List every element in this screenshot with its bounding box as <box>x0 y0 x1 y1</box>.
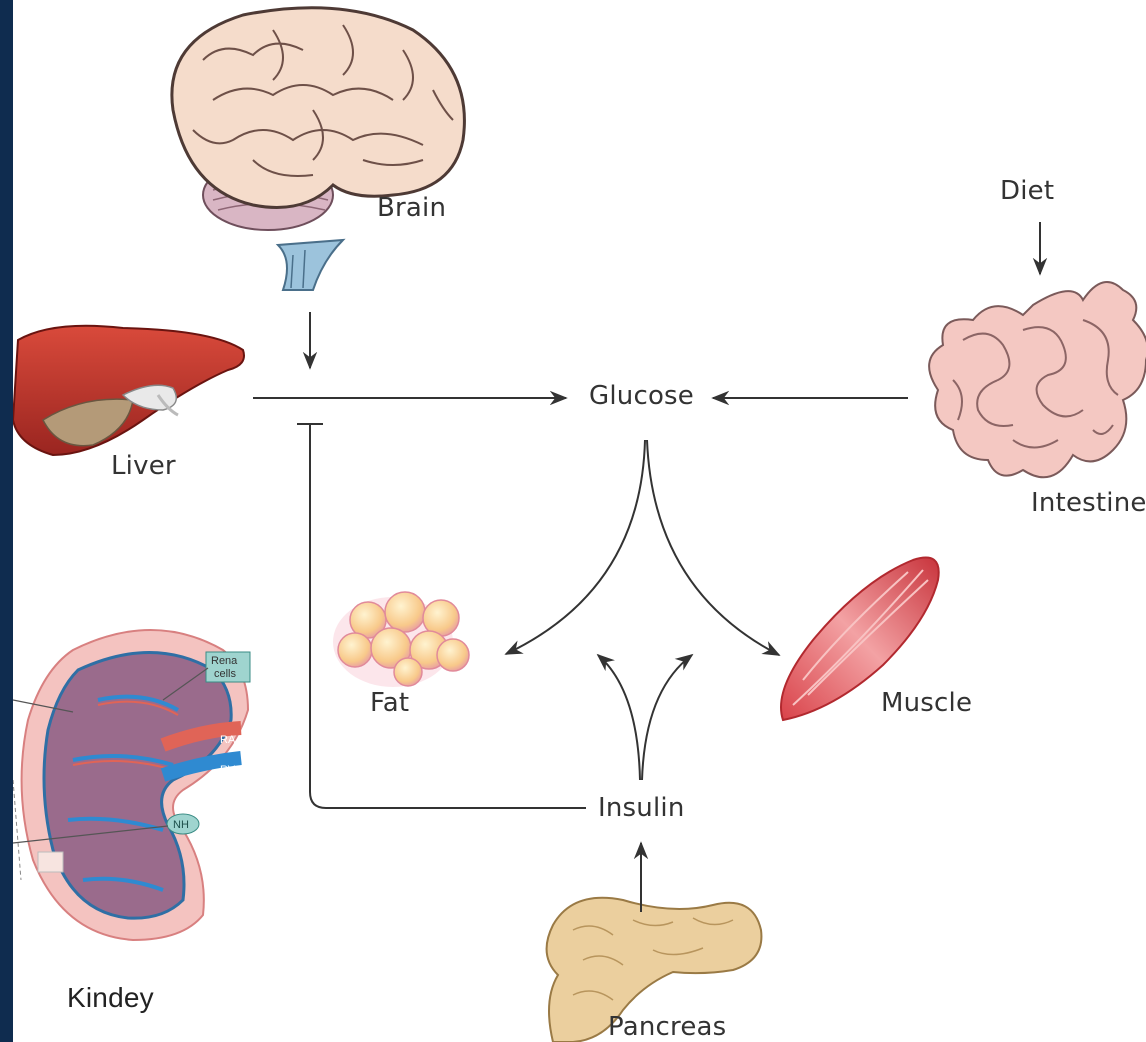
insulin-label: Insulin <box>598 793 685 823</box>
kidney-ra-label: RA <box>220 734 236 746</box>
glucose-to-muscle-arrow <box>647 440 779 655</box>
brain-illustration <box>172 8 465 290</box>
diagram-canvas: Rena cells RA RV NH <box>13 0 1146 1042</box>
intestine-illustration <box>929 282 1146 477</box>
kidney-label: Kindey <box>67 982 154 1014</box>
kidney-renal-cells-label-2: cells <box>214 668 237 680</box>
glucose-label: Glucose <box>589 381 694 411</box>
kidney-renal-cells-label-1: Rena <box>211 655 238 667</box>
insulin-to-muscle-arrow <box>642 655 692 780</box>
diagram-graphics: Rena cells RA RV NH <box>13 0 1146 1042</box>
kidney-rv-label: RV <box>220 764 236 776</box>
fat-label: Fat <box>370 688 409 718</box>
muscle-label: Muscle <box>881 688 972 718</box>
diet-label: Diet <box>1000 176 1054 206</box>
liver-illustration <box>13 326 244 455</box>
intestine-label: Intestine <box>1031 488 1146 518</box>
kidney-nh4-label: NH <box>173 819 189 831</box>
liver-label: Liver <box>111 451 176 481</box>
pancreas-label: Pancreas <box>608 1012 726 1042</box>
insulin-to-fat-arrow <box>598 655 640 780</box>
brain-label: Brain <box>377 193 446 223</box>
glucose-to-fat-arrow <box>506 440 645 654</box>
fat-illustration <box>333 592 469 687</box>
